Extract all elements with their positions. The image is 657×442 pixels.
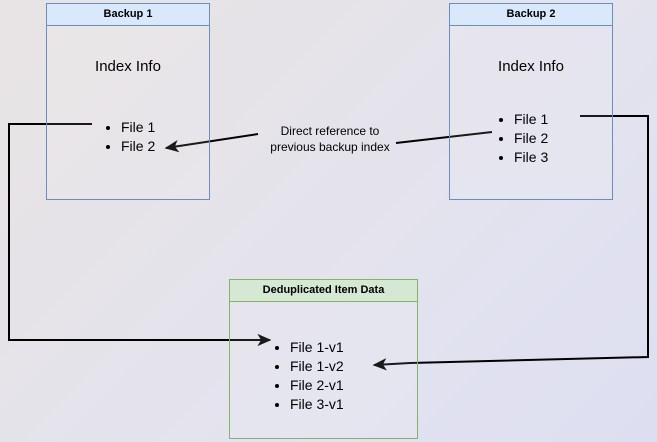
backup-1-file-list: File 1 File 2 — [103, 118, 155, 156]
list-item: File 1-v1 — [290, 338, 344, 357]
list-item: File 3 — [514, 148, 548, 167]
backup-2-index-title: Index Info — [498, 58, 564, 75]
backup-1-index-title: Index Info — [95, 58, 161, 75]
list-item: File 2 — [121, 137, 155, 156]
deduplicated-item-data-header: Deduplicated Item Data — [230, 280, 417, 302]
list-item: File 2-v1 — [290, 376, 344, 395]
deduplicated-item-data-body: File 1-v1 File 1-v2 File 2-v1 File 3-v1 — [230, 302, 417, 438]
backup-1-box[interactable]: Backup 1 Index Info File 1 File 2 — [46, 3, 210, 200]
list-item: File 2 — [514, 129, 548, 148]
backup-1-body: Index Info File 1 File 2 — [47, 26, 209, 199]
direct-reference-caption: Direct reference to previous backup inde… — [247, 123, 413, 155]
backup-1-header: Backup 1 — [47, 4, 209, 26]
backup-2-box[interactable]: Backup 2 Index Info File 1 File 2 File 3 — [449, 3, 613, 200]
backup-2-file-list: File 1 File 2 File 3 — [496, 110, 548, 167]
backup-2-body: Index Info File 1 File 2 File 3 — [450, 26, 612, 199]
list-item: File 1-v2 — [290, 357, 344, 376]
direct-reference-caption-line-1: Direct reference to — [280, 124, 380, 138]
deduplicated-file-list: File 1-v1 File 1-v2 File 2-v1 File 3-v1 — [272, 338, 344, 414]
direct-reference-caption-line-2: previous backup index — [270, 140, 390, 154]
list-item: File 3-v1 — [290, 395, 344, 414]
list-item: File 1 — [121, 118, 155, 137]
deduplicated-item-data-box[interactable]: Deduplicated Item Data File 1-v1 File 1-… — [229, 279, 418, 439]
list-item: File 1 — [514, 110, 548, 129]
backup-2-header: Backup 2 — [450, 4, 612, 26]
